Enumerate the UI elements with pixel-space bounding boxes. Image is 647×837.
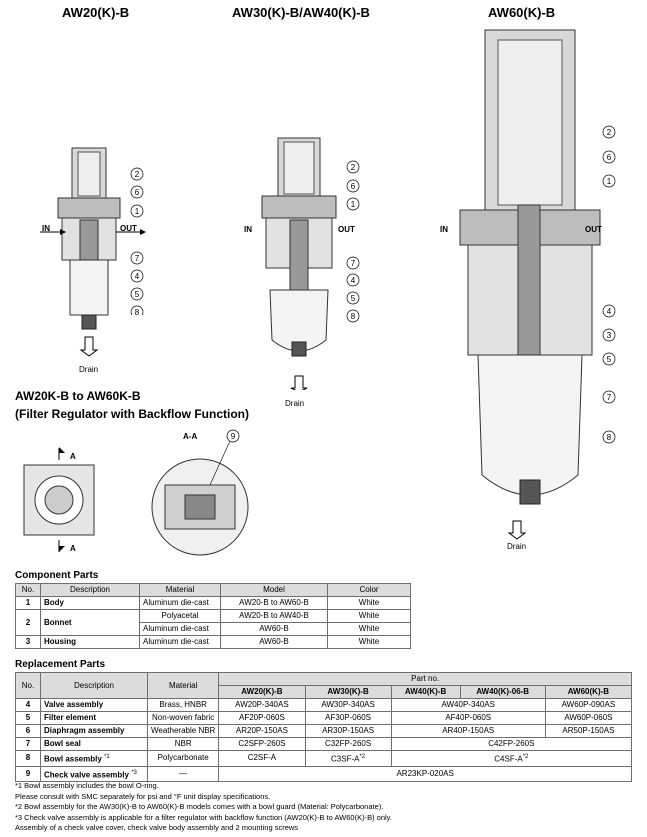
aw20-callout-8: 8 — [135, 308, 140, 315]
aw20-callout-2: 2 — [135, 170, 140, 179]
table-row: 1 Body Aluminum die-cast AW20-B to AW60-… — [15, 596, 411, 610]
svg-text:2: 2 — [351, 163, 356, 172]
aw20-callout-7: 7 — [135, 254, 140, 263]
aw30-callouts: 2 6 1 7 4 5 8 — [346, 160, 360, 323]
svg-text:4: 4 — [351, 276, 356, 285]
replacement-parts-heading: Replacement Parts — [15, 659, 106, 670]
footnotes: *1 Bowl assembly includes the bowl O-rin… — [15, 781, 635, 834]
svg-text:8: 8 — [351, 312, 356, 321]
table-row: 7 Bowl seal NBR C2SFP-260S C32FP-260S C4… — [15, 737, 633, 751]
aw20-in-label: IN — [42, 224, 50, 233]
table-row: 9 Check valve assembly *3 — AR23KP-020AS — [15, 765, 632, 783]
aw60-callouts: 2 6 1 4 3 5 7 8 — [602, 125, 616, 444]
svg-text:A: A — [70, 452, 76, 461]
aw20-out-label: OUT — [120, 224, 137, 233]
replacement-parts-table: No. Description Material Part no. AW20(K… — [15, 672, 633, 783]
section-a-a-label: A-A — [183, 432, 198, 441]
aw20-callout-1: 1 — [135, 207, 140, 216]
svg-text:1: 1 — [351, 200, 356, 209]
backflow-title: AW20K-B to AW60K-B — [15, 389, 141, 403]
svg-text:5: 5 — [607, 355, 612, 364]
aw20-drain-label: Drain — [79, 365, 99, 374]
backflow-subtitle: (Filter Regulator with Backflow Function… — [15, 407, 249, 421]
svg-text:6: 6 — [351, 182, 356, 191]
svg-text:7: 7 — [351, 259, 356, 268]
aw60-drain-label: Drain — [507, 542, 527, 551]
svg-text:7: 7 — [607, 393, 612, 402]
component-parts-table: No. Description Material Model Color 1 B… — [15, 583, 411, 649]
aw30-aw40-cross-section-drawing — [261, 137, 337, 390]
aw20-callout-5: 5 — [135, 290, 140, 299]
title-aw20: AW20(K)-B — [62, 5, 130, 20]
footnote-3: *3 Check valve assembly is applicable fo… — [15, 812, 392, 822]
table-row: Aluminum die-cast AW60-B White — [16, 622, 411, 636]
table-row: 8 Bowl assembly *1 Polycarbonate C2SF-A … — [15, 750, 633, 767]
footnote-3b: Assembly of a check valve cover, check v… — [15, 823, 299, 832]
aw30-out-label: OUT — [338, 225, 355, 234]
aw60-cross-section-drawing — [459, 29, 601, 540]
svg-text:4: 4 — [607, 307, 612, 316]
aw30-drain-label: Drain — [285, 399, 305, 408]
table-row: 6 Diaphragm assembly Weatherable NBR AR2… — [15, 724, 633, 738]
footnote-1: *1 Bowl assembly includes the bowl O-rin… — [15, 781, 159, 790]
svg-text:8: 8 — [607, 433, 612, 442]
svg-text:5: 5 — [351, 294, 356, 303]
footnote-1b: Please consult with SMC separately for p… — [15, 791, 271, 801]
backflow-section-drawing: 9 — [151, 429, 249, 556]
table-row: 3 Housing Aluminum die-cast AW60-B White — [15, 635, 411, 649]
aw60-out-label: OUT — [585, 225, 602, 234]
title-aw30-aw40: AW30(K)-B/AW40(K)-B — [232, 5, 370, 20]
title-aw60: AW60(K)-B — [488, 5, 556, 20]
aw20-cross-section-drawing — [40, 147, 146, 357]
aw30-in-label: IN — [244, 225, 252, 234]
aw20-callout-4: 4 — [135, 272, 140, 281]
svg-text:1: 1 — [607, 177, 612, 186]
table-row: 5 Filter element Non-woven fabric AF20P-… — [15, 711, 633, 725]
table-row: 2 Bonnet Polyacetal AW20-B to AW40-B Whi… — [15, 609, 411, 636]
svg-text:9: 9 — [231, 432, 236, 441]
aw60-in-label: IN — [440, 225, 448, 234]
svg-text:6: 6 — [607, 153, 612, 162]
component-parts-heading: Component Parts — [15, 570, 99, 581]
svg-text:3: 3 — [607, 331, 612, 340]
svg-text:2: 2 — [607, 128, 612, 137]
table-row: 4 Valve assembly Brass, HNBR AW20P-340AS… — [15, 698, 633, 712]
footnote-2: *2 Bowl assembly for the AW30(K)-B to AW… — [15, 802, 384, 811]
backflow-top-view-drawing: A A — [23, 447, 95, 553]
aw20-callout-6: 6 — [135, 188, 140, 197]
aw20-callouts: 2 6 1 7 4 5 8 — [130, 167, 144, 315]
svg-text:A: A — [70, 544, 76, 553]
